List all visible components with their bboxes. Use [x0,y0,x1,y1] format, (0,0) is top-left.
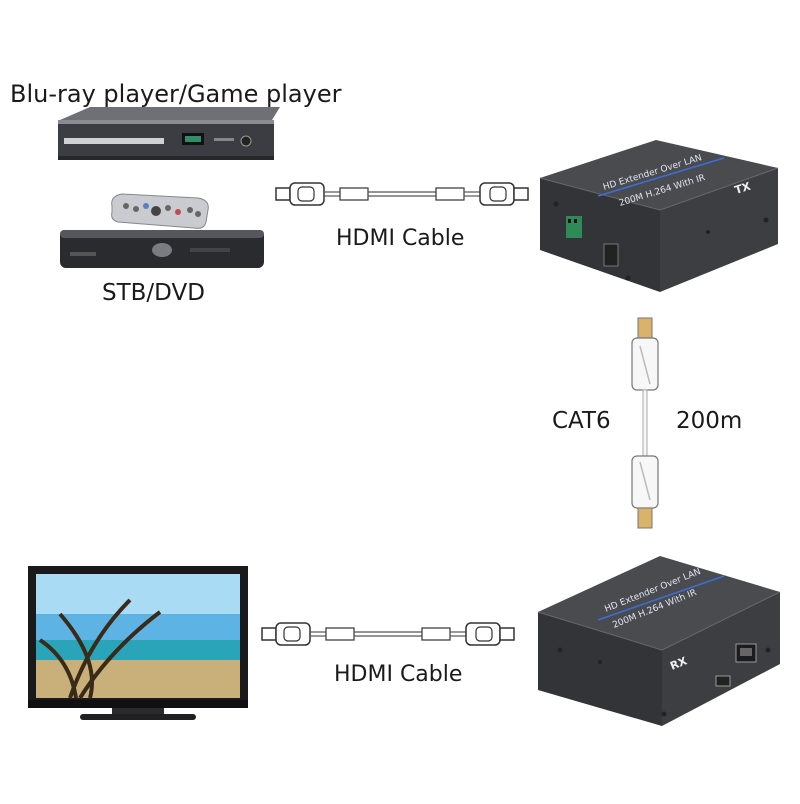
source-devices-label: Blu-ray player/Game player [10,80,342,108]
cat6-cable [631,317,659,529]
hdmi-cable-bottom [261,622,515,646]
hdmi-cable-bottom-label: HDMI Cable [334,662,463,687]
rx-tag: RX [668,654,689,673]
stb-dvd-label: STB/DVD [102,280,205,306]
tx-tag: TX [733,180,753,197]
cat6-label: CAT6 [552,408,611,434]
television-icon [28,566,248,720]
distance-label: 200m [676,408,743,434]
tx-extender-icon: HD Extender Over LAN 200M H.264 With IR … [539,140,779,292]
hdmi-cable-top-label: HDMI Cable [336,226,465,251]
remote-control-icon [111,193,209,229]
stb-dvd-icon [60,230,264,268]
rx-extender-icon: HD Extender Over LAN 200M H.264 With IR … [537,556,781,726]
bluray-player-icon [58,107,280,160]
hdmi-cable-top [275,182,529,206]
